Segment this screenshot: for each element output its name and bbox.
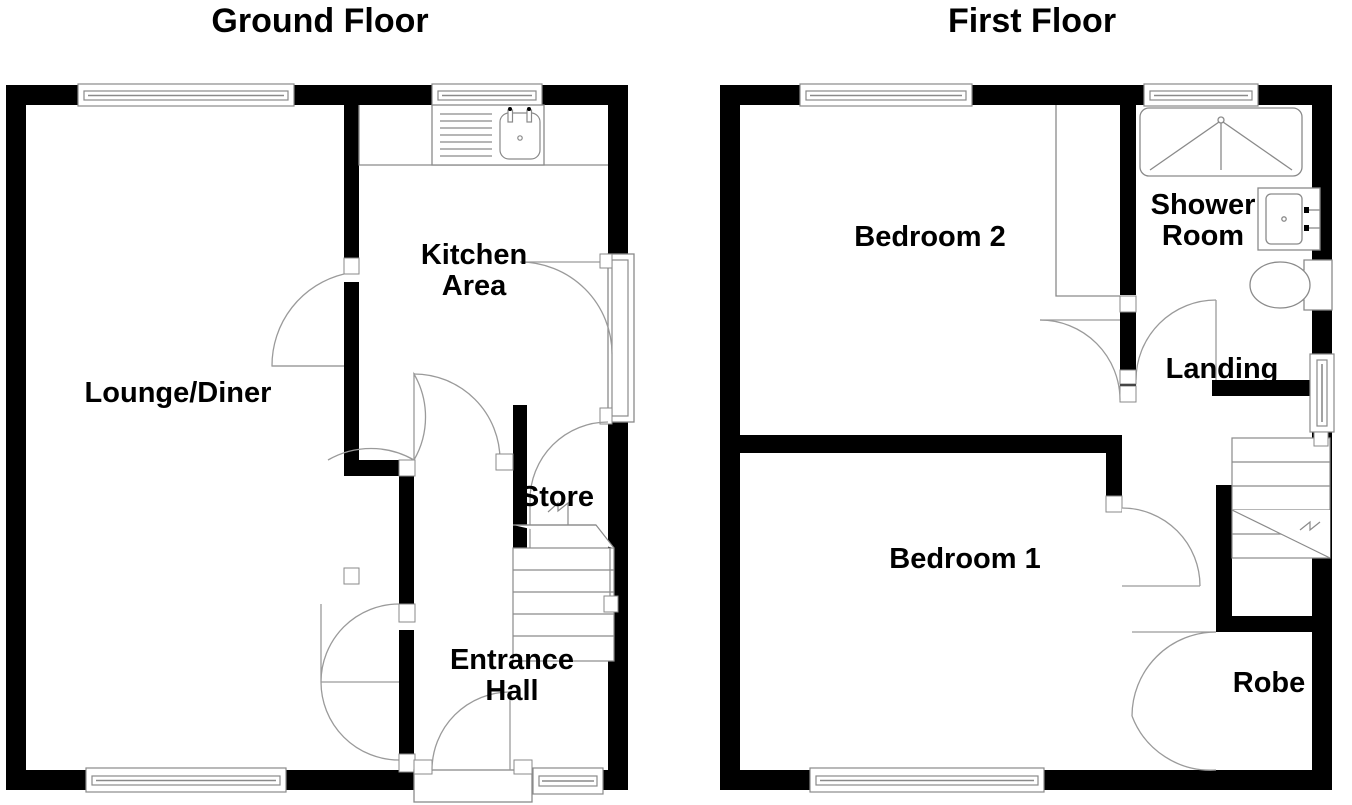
wash-basin-icon xyxy=(1257,187,1321,251)
ground-walls xyxy=(6,85,628,790)
first-floor-title: First Floor xyxy=(947,2,1117,40)
window-lounge-bottom xyxy=(85,767,287,793)
door-bedroom2 xyxy=(1039,295,1137,403)
ground-floor-plan xyxy=(0,60,676,805)
kitchen-sink-icon xyxy=(440,107,541,160)
door-shower-room xyxy=(1119,299,1217,385)
staircase-up xyxy=(512,501,619,662)
door-kitchen-back xyxy=(519,253,635,425)
window-bedroom1-bottom xyxy=(809,767,1045,793)
shower-tray-icon xyxy=(1139,107,1303,177)
door-robe xyxy=(1131,631,1217,771)
bedroom2-recess xyxy=(1055,105,1120,297)
window-hall-front xyxy=(532,767,604,795)
window-kitchen-top xyxy=(431,83,543,107)
window-lounge-top xyxy=(77,83,295,107)
wc-icon xyxy=(1249,259,1333,311)
door-front-entrance xyxy=(413,691,533,803)
window-shower-top xyxy=(1143,83,1259,107)
window-landing-side xyxy=(1309,353,1335,433)
ground-floor-title: Ground Floor xyxy=(211,2,429,40)
door-bedroom1 xyxy=(1105,495,1201,587)
door-jamb-middle xyxy=(495,453,514,471)
door-hall-lounge-lower xyxy=(327,371,427,477)
door-lounge-hall-lower xyxy=(320,603,416,683)
staircase-down xyxy=(1231,431,1331,559)
first-floor-plan xyxy=(700,60,1352,805)
window-bedroom2-top xyxy=(799,83,973,107)
door-swing-middle xyxy=(413,373,501,461)
door-swing-lounge-lower xyxy=(320,681,416,773)
door-lounge-kitchen xyxy=(271,257,360,585)
